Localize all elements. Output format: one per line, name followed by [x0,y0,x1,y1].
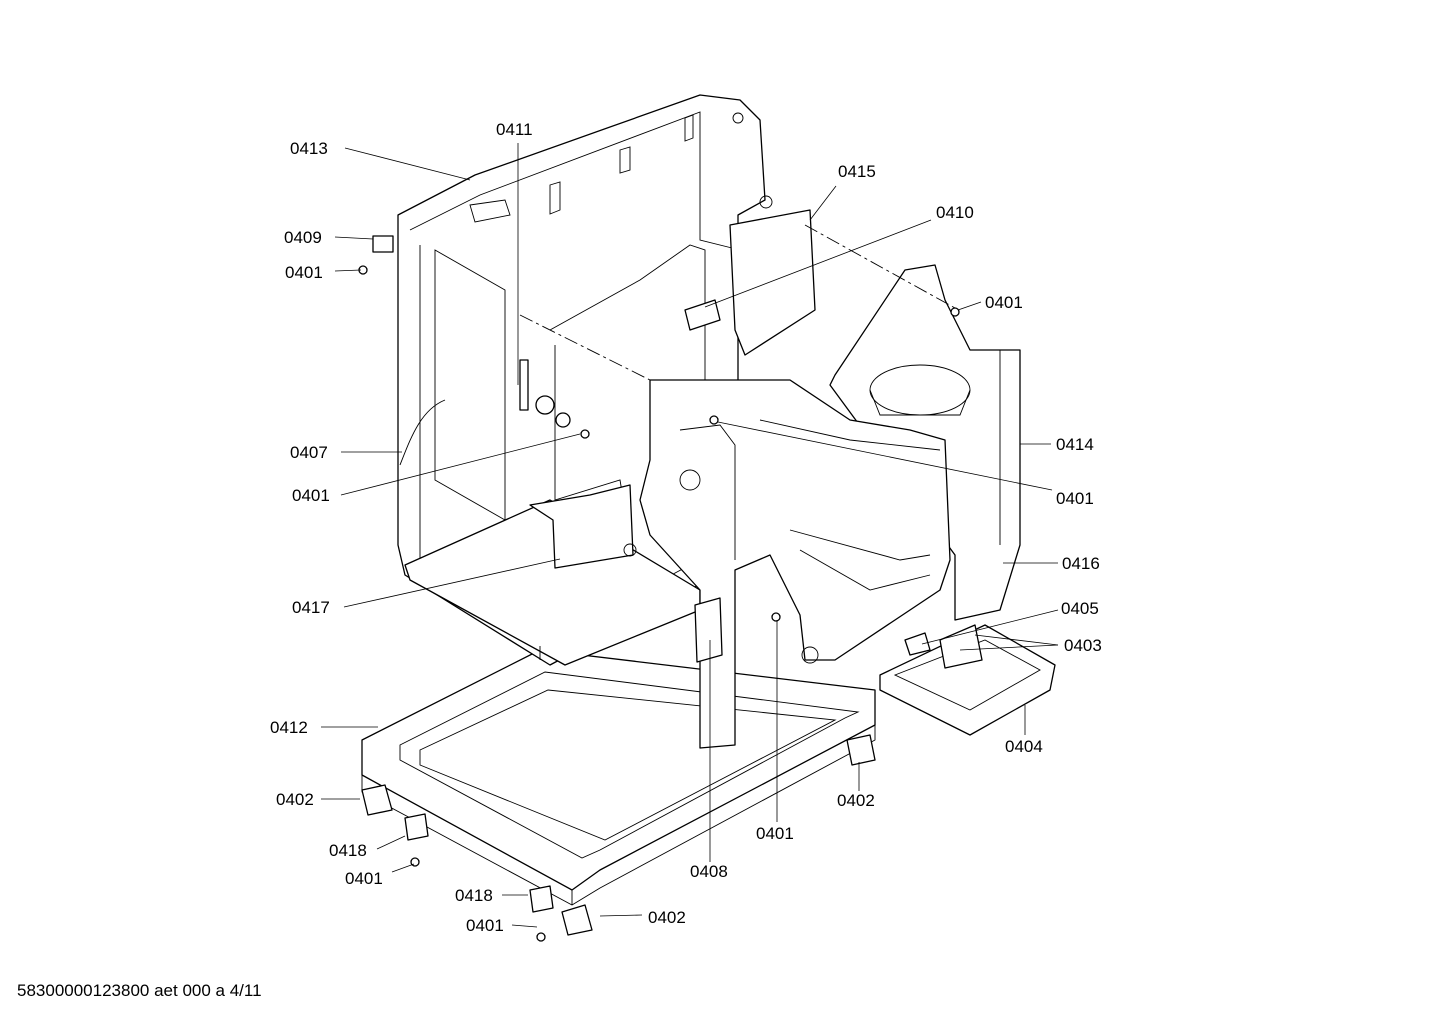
callout-0418: 0418 [455,886,493,905]
callout-0417: 0417 [292,598,330,617]
callout-0402: 0402 [837,791,875,810]
callout-0405: 0405 [1061,599,1099,618]
callout-0407: 0407 [290,443,328,462]
callout-0418: 0418 [329,841,367,860]
callout-0401: 0401 [292,486,330,505]
callout-0414: 0414 [1056,435,1094,454]
callout-0416: 0416 [1062,554,1100,573]
base-frame [361,649,876,891]
callout-0402: 0402 [648,908,686,927]
callout-0401: 0401 [285,263,323,282]
foot-right [846,734,876,766]
clip-0409 [372,235,394,253]
frame-drawing [358,94,1056,942]
foot-front [561,904,593,936]
callout-0411: 0411 [496,120,533,139]
callout-0401: 0401 [756,824,794,843]
callout-0404: 0404 [1005,737,1043,756]
callout-0401: 0401 [1056,489,1094,508]
callout-0408: 0408 [690,862,728,881]
callout-0401: 0401 [345,869,383,888]
callout-0403: 0403 [1064,636,1102,655]
leader-lines [321,143,1059,928]
drip-tray [879,624,1056,736]
document-code: 58300000123800 aet 000 a 4/11 [17,981,262,1000]
callout-0409: 0409 [284,228,322,247]
callout-0415: 0415 [838,162,876,181]
microswitch [694,597,723,663]
callout-0412: 0412 [270,718,308,737]
callout-0402: 0402 [276,790,314,809]
callout-labels: 0413 0411 0415 0410 0409 0401 0401 0407 … [270,120,1102,935]
callout-0413: 0413 [290,139,328,158]
callout-0401: 0401 [466,916,504,935]
foot-left [361,784,393,816]
screw-icons [358,265,960,942]
callout-0401: 0401 [985,293,1023,312]
callout-0410: 0410 [936,203,974,222]
